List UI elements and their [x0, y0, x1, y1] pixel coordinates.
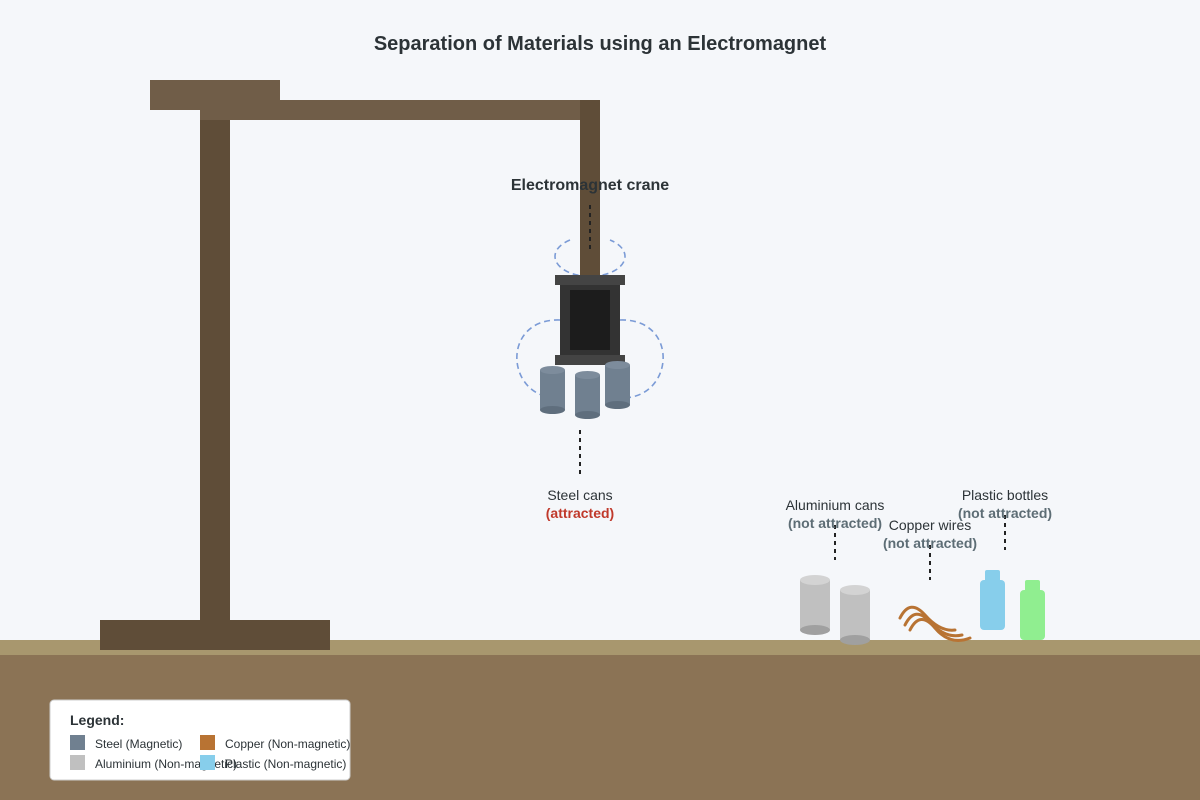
crane-structure: [100, 80, 600, 650]
plastic-bottle-blue: [980, 570, 1005, 630]
legend-heading: Legend:: [70, 712, 124, 728]
aluminium-can: [840, 585, 870, 645]
label-steel-name: Steel cans: [547, 487, 612, 503]
copper-wires-group: [898, 605, 972, 642]
diagram-title: Separation of Materials using an Electro…: [374, 33, 827, 55]
steel-can: [540, 366, 565, 414]
legend: Legend: Steel (Magnetic) Copper (Non-mag…: [49, 699, 351, 781]
copper-wire: [908, 618, 972, 642]
label-plastic-name: Plastic bottles: [962, 487, 1048, 503]
copper-wire: [898, 605, 957, 632]
legend-label-steel: Steel (Magnetic): [95, 737, 182, 751]
crane-base: [100, 620, 330, 650]
legend-swatch-aluminium: [70, 755, 85, 770]
steel-can: [575, 371, 600, 419]
crane-cable: [580, 100, 600, 276]
field-line-top: [554, 239, 626, 278]
electromagnet-bottom-plate: [555, 355, 625, 365]
label-steel-status: (attracted): [546, 505, 614, 521]
steel-can: [605, 361, 630, 409]
crane-tower: [200, 110, 230, 622]
label-aluminium-name: Aluminium cans: [786, 497, 885, 513]
legend-swatch-plastic: [200, 755, 215, 770]
plastic-bottle-green: [1020, 580, 1045, 640]
label-copper-name: Copper wires: [889, 517, 971, 533]
leader-lines: [579, 205, 1006, 580]
crane-jib: [200, 100, 600, 120]
legend-swatch-steel: [70, 735, 85, 750]
steel-cans-group: [540, 361, 630, 419]
label-plastic-status: (not attracted): [958, 505, 1052, 521]
label-crane: Electromagnet crane: [511, 177, 669, 194]
label-aluminium-status: (not attracted): [788, 515, 882, 531]
electromagnet-core: [570, 290, 610, 350]
legend-label-plastic: Plastic (Non-magnetic): [225, 757, 346, 771]
electromagnet-top-plate: [555, 275, 625, 285]
aluminium-can: [800, 575, 830, 635]
field-line-right: [619, 319, 664, 399]
plastic-bottles-group: [980, 570, 1045, 640]
label-copper-status: (not attracted): [883, 535, 977, 551]
legend-label-copper: Copper (Non-magnetic): [225, 737, 350, 751]
electromagnet: [555, 275, 625, 365]
legend-label-aluminium: Aluminium (Non-magnetic): [95, 757, 237, 771]
legend-swatch-copper: [200, 735, 215, 750]
aluminium-cans-group: [800, 575, 870, 645]
